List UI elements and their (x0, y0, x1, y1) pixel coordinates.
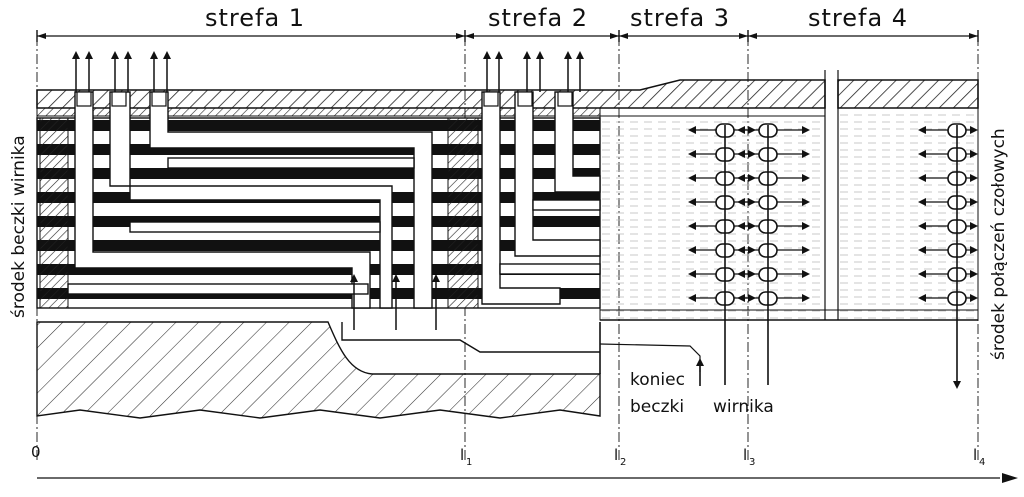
end-winding-vertical-flows (696, 125, 961, 389)
zone-label-2: strefa 2 (488, 4, 588, 32)
axis-origin-label: 0 (31, 443, 41, 461)
axis-tick-sub: 3 (749, 457, 755, 468)
axis-tick-sub: 1 (466, 457, 472, 468)
zone-label-3: strefa 3 (630, 4, 730, 32)
axis-tick-main: l (614, 446, 618, 464)
cooling-channels-zone1 (67, 91, 433, 309)
wedge-vent-holes (76, 91, 573, 107)
length-axis: 0 l 1 l 2 l 3 l 4 (31, 443, 1018, 483)
zone-label-4: strefa 4 (808, 4, 908, 32)
zone-header: strefa 1 strefa 2 strefa 3 strefa 4 (36, 4, 979, 42)
cooling-channels-zone2 (481, 91, 601, 305)
annotation-line-1: koniec (630, 370, 685, 390)
axis-tick-l4: l 4 (973, 446, 985, 468)
axis-tick-sub: 4 (979, 457, 985, 468)
winding-stack (36, 117, 601, 309)
right-side-label: środek połączeń czołowych (989, 128, 1009, 360)
end-winding-region (599, 107, 979, 321)
end-winding-side-arrows (688, 126, 978, 302)
zone-dimension-arrows (37, 33, 978, 39)
axis-tick-main: l (973, 446, 977, 464)
annotation-line-3: wirnika (713, 397, 774, 417)
zone-label-1: strefa 1 (205, 4, 305, 32)
axis-arrow (1002, 473, 1018, 483)
axis-tick-main: l (743, 446, 747, 464)
rotor-end-annotation: koniec beczki wirnika (630, 370, 774, 417)
rotor-body (36, 321, 701, 419)
inlet-arrows (350, 274, 440, 330)
axis-tick-sub: 2 (620, 457, 626, 468)
outlet-arrows (72, 51, 584, 92)
axis-tick-l3: l 3 (743, 446, 755, 468)
annotation-line-2: beczki (630, 397, 684, 417)
axis-tick-l2: l 2 (614, 446, 626, 468)
axis-tick-l1: l 1 (460, 446, 472, 468)
left-side-label: środek beczki wirnika (9, 135, 29, 318)
axis-tick-main: l (460, 446, 464, 464)
